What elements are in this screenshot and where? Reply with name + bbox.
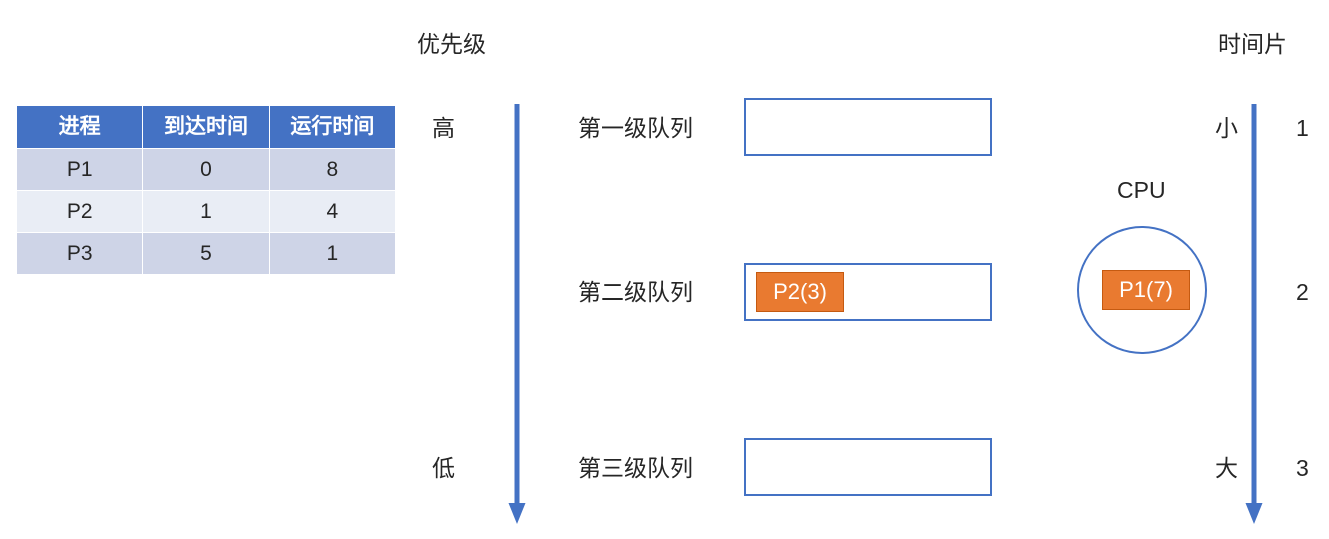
- process-table: 进程 到达时间 运行时间 P1 0 8 P2 1 4 P3 5 1: [15, 105, 397, 275]
- table-row: P3 5 1: [15, 232, 397, 275]
- table-body: P1 0 8 P2 1 4 P3 5 1: [15, 148, 397, 275]
- timeslice-axis-title: 时间片: [1218, 31, 1287, 57]
- table-header-row: 进程 到达时间 运行时间: [15, 105, 397, 149]
- cpu-circle-icon: [1077, 226, 1207, 354]
- process-chip-queued[interactable]: P2(3): [756, 272, 844, 312]
- queue-box-level-1: [744, 98, 992, 156]
- cell-arrival-time: 5: [142, 232, 270, 275]
- timeslice-down-arrow-icon: [1245, 104, 1263, 524]
- cell-process-name: P1: [15, 148, 144, 191]
- queue-box-level-3: [744, 438, 992, 496]
- timeslice-value-1: 1: [1296, 115, 1309, 141]
- process-chip-running[interactable]: P1(7): [1102, 270, 1190, 310]
- cell-arrival-time: 1: [142, 190, 270, 233]
- table-header-cell-process: 进程: [15, 105, 144, 149]
- table-header-cell-burst-time: 运行时间: [268, 105, 397, 149]
- queue-label-level-3: 第三级队列: [578, 455, 693, 481]
- cell-burst-time: 4: [268, 190, 397, 233]
- queue-label-level-2: 第二级队列: [578, 279, 693, 305]
- priority-down-arrow-icon: [508, 104, 526, 524]
- table-header: 进程 到达时间 运行时间: [15, 105, 397, 149]
- table-row: P1 0 8: [15, 148, 397, 191]
- priority-high-label: 高: [432, 115, 455, 141]
- cell-burst-time: 1: [268, 232, 397, 275]
- timeslice-value-3: 3: [1296, 455, 1309, 481]
- priority-axis-title: 优先级: [417, 31, 486, 57]
- table-row: P2 1 4: [15, 190, 397, 233]
- cell-process-name: P2: [15, 190, 144, 233]
- table-header-cell-arrival-time: 到达时间: [142, 105, 270, 149]
- cpu-label: CPU: [1117, 177, 1166, 203]
- priority-low-label: 低: [432, 455, 455, 481]
- timeslice-large-label: 大: [1215, 455, 1238, 481]
- cell-burst-time: 8: [268, 148, 397, 191]
- cell-arrival-time: 0: [142, 148, 270, 191]
- queue-label-level-1: 第一级队列: [578, 115, 693, 141]
- timeslice-value-2: 2: [1296, 279, 1309, 305]
- cell-process-name: P3: [15, 232, 144, 275]
- timeslice-small-label: 小: [1215, 115, 1238, 141]
